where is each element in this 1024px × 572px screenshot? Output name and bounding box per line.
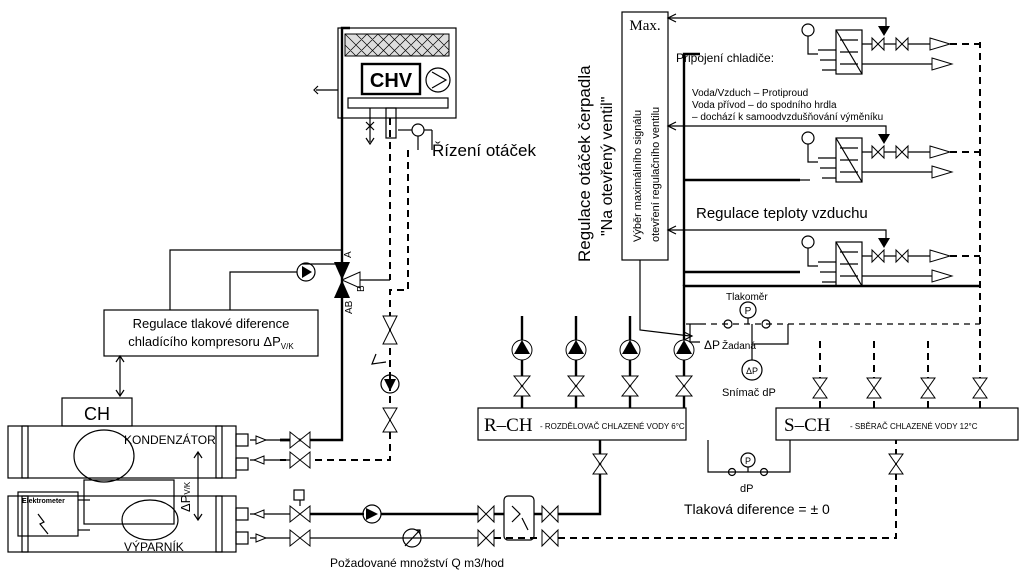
pump-speed-title: Regulace otáček čerpadla <box>575 65 594 262</box>
s-ch-desc: - SBĚRAČ CHLAZENÉ VODY 12°C <box>850 422 978 431</box>
pressure-gauge: P <box>723 301 771 329</box>
self-venting-note: – dochází k samoodvzdušňování výměníku <box>692 112 883 123</box>
bypass-valves <box>371 315 400 433</box>
compressor <box>17 429 179 541</box>
max-label: Max. <box>629 18 660 34</box>
condenser-label: KONDENZÁTOR <box>124 432 216 447</box>
setpoint-label: Žadaná <box>722 339 756 352</box>
speed-control-gauge <box>398 123 433 150</box>
evaporator-label: VÝPARNÍK <box>124 539 184 554</box>
svg-text:A: A <box>343 251 354 258</box>
distributor-pumps <box>511 284 980 408</box>
condenser <box>7 425 249 479</box>
dp-sensor-label: Snímač dP <box>722 387 776 399</box>
air-temperature-control-label: Regulace teploty vzduchu <box>696 205 868 222</box>
three-way-valve: A B AB <box>334 251 367 314</box>
svg-text:P: P <box>745 456 751 466</box>
svg-text:B: B <box>356 285 367 292</box>
ch-label: CH <box>84 404 110 424</box>
pressure-difference-label: Tlaková diference = ± 0 <box>684 501 830 517</box>
speed-control-label: Řízení otáček <box>432 141 536 160</box>
cooling-tower: CHV <box>313 27 457 146</box>
dp-sensor-gauge: ΔP <box>741 324 763 381</box>
pressure-diff-title: Regulace tlakové diference <box>133 316 290 331</box>
dp-small-label: ΔP <box>704 338 720 352</box>
cooler-connection-label: Připojení chladiče: <box>676 51 774 65</box>
evaporator <box>7 495 249 553</box>
air-coil-3 <box>801 235 980 287</box>
condenser-valves <box>250 430 311 470</box>
air-coil-2 <box>800 131 980 183</box>
evaporator-valves <box>250 489 311 548</box>
water-supply-note: Voda přívod – do spodního hrdla <box>692 100 837 111</box>
air-coil-1 <box>801 23 980 75</box>
max-signal-line1: Výběr maximálního signálu <box>632 110 644 242</box>
pump-speed-subtitle: "Na otevřený ventil" <box>599 97 616 236</box>
pressure-diff-subtitle: chladícího kompresoru ΔPV/K <box>128 334 294 351</box>
r-ch-label: R–CH <box>484 415 533 436</box>
r-ch-desc: - ROZDĚLOVAČ CHLAZENÉ VODY 6°C <box>540 422 685 431</box>
chv-label: CHV <box>370 70 413 92</box>
elektrometer-label: Elektrometer <box>22 498 65 505</box>
max-signal-line2: otevření regulačního ventilu <box>650 107 662 242</box>
water-air-note: Voda/Vzduch – Protiproud <box>692 88 808 99</box>
svg-text:P: P <box>745 306 752 317</box>
svg-text:AB: AB <box>344 300 355 314</box>
collector-inlets <box>812 42 988 408</box>
manometer-label: Tlakoměr <box>726 292 768 303</box>
dp-vk-label: ΔPV/K <box>178 481 193 512</box>
required-flow-label: Požadované množství Q m3/hod <box>330 556 504 570</box>
s-ch-label: S–CH <box>784 415 831 436</box>
dp-bottom-label: dP <box>740 483 753 495</box>
svg-text:ΔP: ΔP <box>746 366 758 376</box>
bottom-dp-gauge: P <box>727 452 769 477</box>
